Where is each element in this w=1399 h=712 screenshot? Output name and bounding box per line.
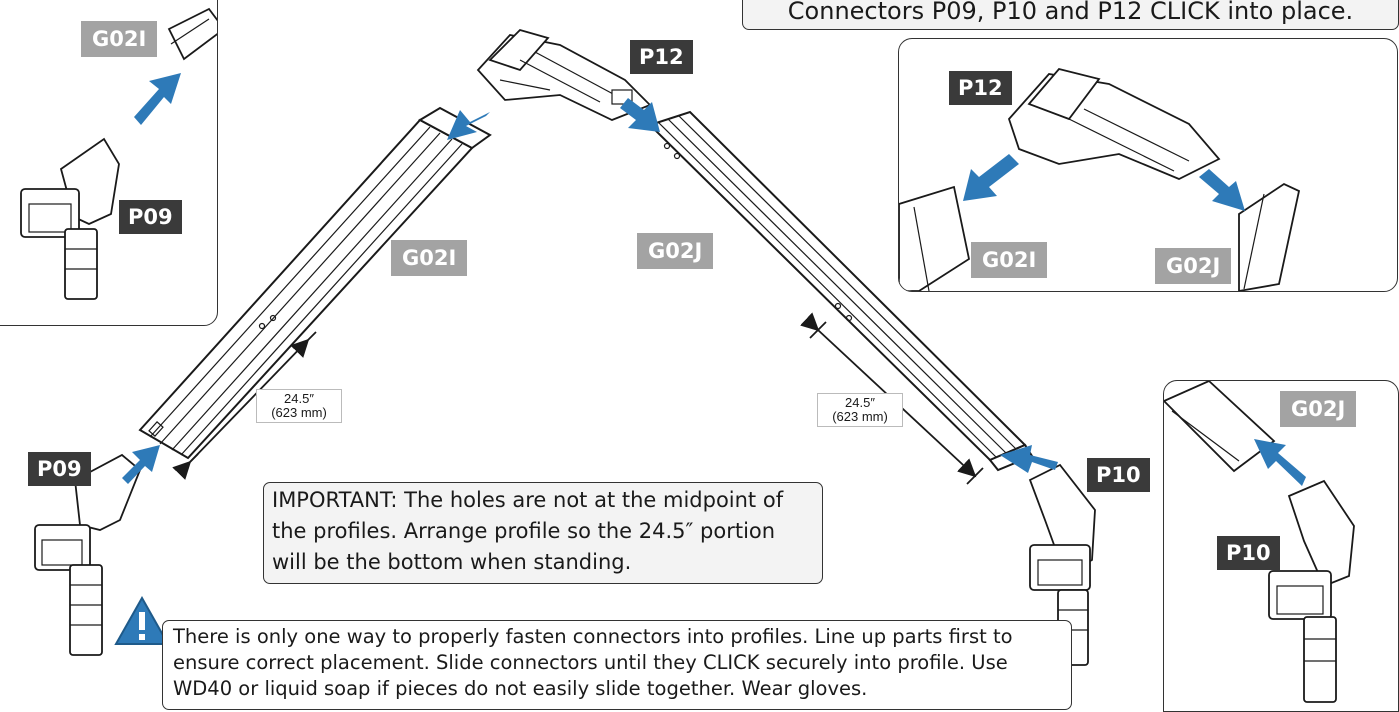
arrow-inset-p12-left	[963, 154, 1019, 201]
label-p10: P10	[1087, 458, 1150, 492]
arrow-inset-p12-right	[1199, 169, 1245, 211]
dimension-right-value: 24.5″	[822, 396, 898, 410]
header-instruction-text: Connectors P09, P10 and P12 CLICK into p…	[743, 0, 1398, 23]
inset-p10-g02j: G02J P10	[1163, 380, 1399, 712]
dimension-left: 24.5″ (623 mm)	[256, 389, 342, 423]
label-p09: P09	[28, 452, 91, 486]
inset-left-label-p09: P09	[119, 200, 182, 234]
warning-note: There is only one way to properly fasten…	[162, 620, 1072, 710]
arrow-inset-left	[134, 73, 181, 125]
header-instruction: Connectors P09, P10 and P12 CLICK into p…	[742, 0, 1399, 30]
important-note-text: IMPORTANT: The holes are not at the midp…	[272, 485, 814, 578]
dimension-right-metric: (623 mm)	[822, 410, 898, 424]
inset-p09-g02i: G02I P09	[0, 0, 218, 326]
inset-top-label-p12: P12	[949, 71, 1012, 105]
inset-top-label-g02i: G02I	[971, 242, 1047, 278]
warning-note-text: There is only one way to properly fasten…	[173, 624, 1061, 702]
inset-p12: P12 G02I G02J	[898, 38, 1398, 292]
inset-p10-drawing	[1164, 381, 1398, 711]
inset-right-label-p10: P10	[1217, 536, 1280, 570]
arrow-inset-right	[1254, 439, 1306, 486]
inset-left-label-g02i: G02I	[81, 21, 157, 57]
inset-right-label-g02j: G02J	[1280, 391, 1356, 427]
label-g02j: G02J	[637, 233, 713, 269]
dimension-left-metric: (623 mm)	[261, 406, 337, 420]
label-g02i: G02I	[391, 240, 467, 276]
inset-top-label-g02j: G02J	[1155, 248, 1231, 284]
label-p12: P12	[630, 40, 693, 74]
dimension-left-value: 24.5″	[261, 392, 337, 406]
important-note: IMPORTANT: The holes are not at the midp…	[263, 482, 823, 584]
dimension-right: 24.5″ (623 mm)	[817, 393, 903, 427]
